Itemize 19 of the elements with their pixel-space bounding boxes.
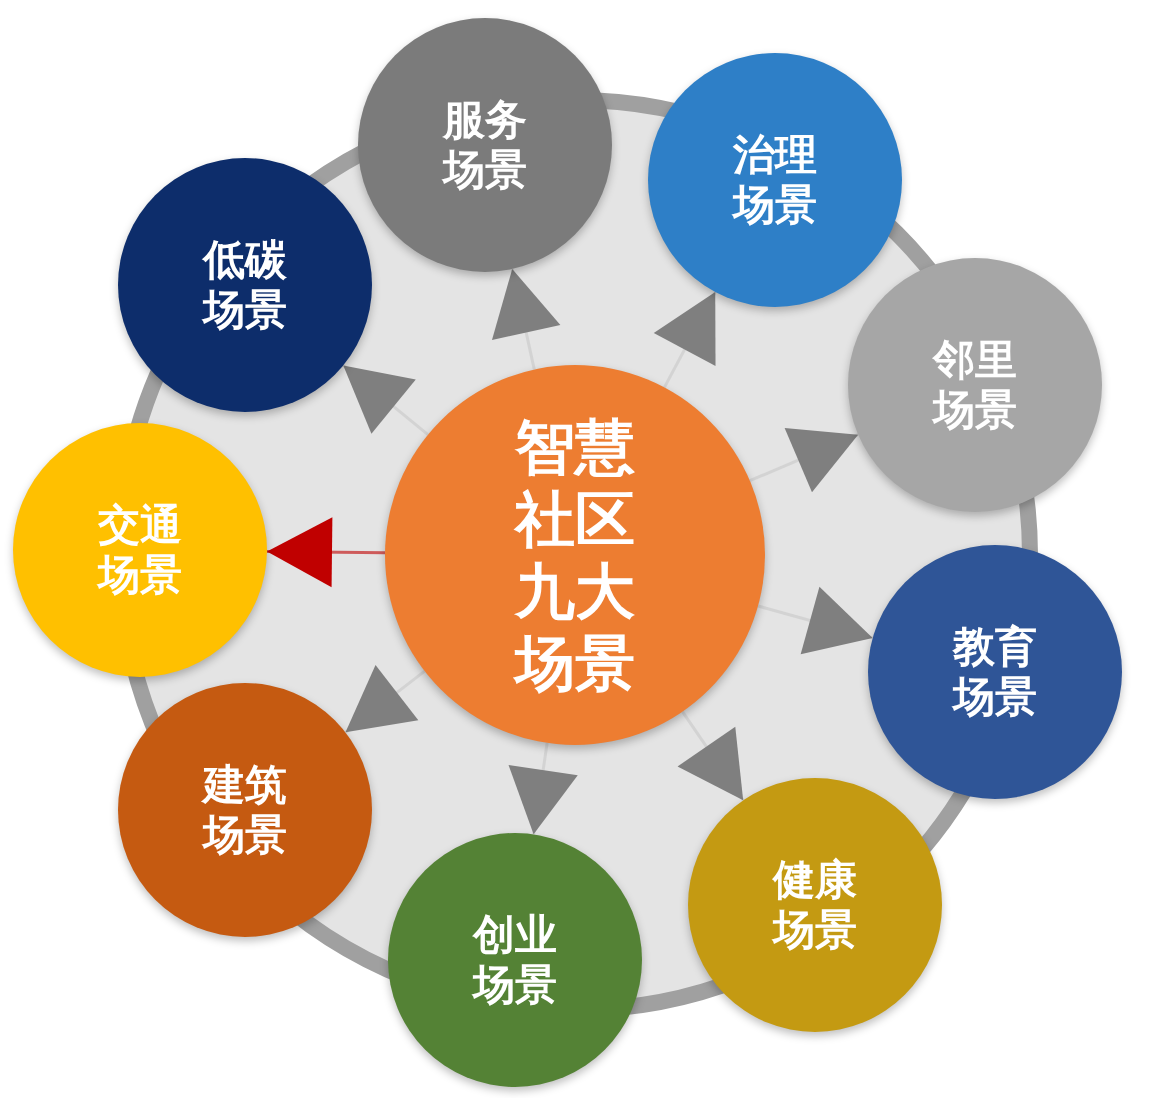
arrow (677, 710, 745, 802)
arrow (344, 664, 426, 734)
node-label: 教育场景 (951, 621, 1038, 723)
node-label: 智慧社区九大场景 (513, 411, 636, 699)
node-label: 低碳场景 (201, 234, 288, 336)
arrow (266, 517, 386, 588)
arrow (492, 268, 561, 370)
node-label: 创业场景 (471, 909, 558, 1011)
node-label: 治理场景 (731, 129, 818, 231)
arrow (508, 742, 578, 835)
arrow (342, 364, 429, 436)
node-label: 建筑场景 (201, 759, 288, 861)
arrow (653, 291, 717, 389)
arrow (749, 427, 859, 493)
node-label: 邻里场景 (931, 334, 1018, 436)
node-label: 交通场景 (96, 499, 183, 601)
node-label: 健康场景 (771, 854, 858, 956)
arrow (757, 586, 874, 655)
node-label: 服务场景 (441, 94, 528, 196)
